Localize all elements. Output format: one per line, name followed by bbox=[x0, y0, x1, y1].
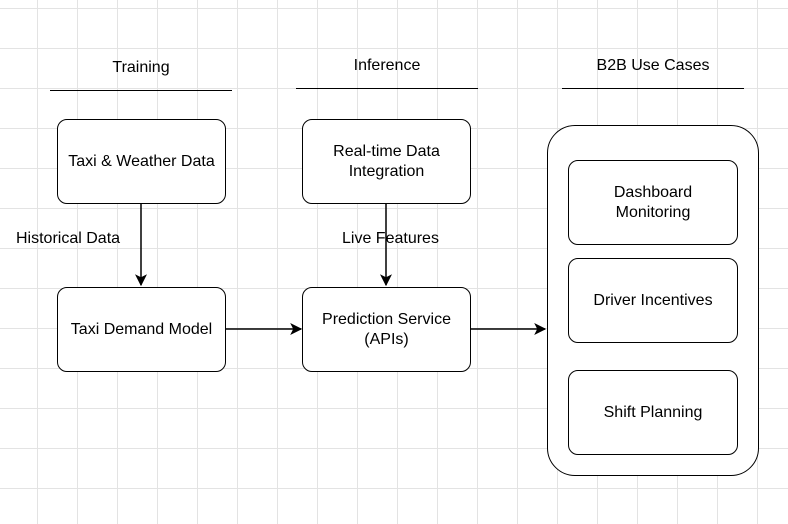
header-inference: Inference bbox=[353, 57, 421, 74]
node-realtime-data-integration-label: Real-time Data Integration bbox=[333, 142, 440, 180]
node-prediction-service[interactable]: Prediction Service (APIs) bbox=[302, 287, 471, 372]
node-taxi-weather-data[interactable]: Taxi & Weather Data bbox=[57, 119, 226, 204]
header-b2b-use-cases: B2B Use Cases bbox=[596, 57, 710, 74]
node-taxi-demand-model[interactable]: Taxi Demand Model bbox=[57, 287, 226, 372]
node-driver-incentives-label: Driver Incentives bbox=[593, 291, 713, 309]
node-dashboard-monitoring-label: Dashboard Monitoring bbox=[613, 183, 693, 221]
node-taxi-weather-data-label: Taxi & Weather Data bbox=[68, 152, 215, 170]
node-taxi-demand-model-label: Taxi Demand Model bbox=[70, 320, 213, 338]
header-training: Training bbox=[112, 59, 170, 76]
header-inference-underline bbox=[296, 88, 478, 89]
node-dashboard-monitoring[interactable]: Dashboard Monitoring bbox=[568, 160, 738, 245]
edge-label-live-features: Live Features bbox=[342, 230, 439, 247]
node-shift-planning-label: Shift Planning bbox=[603, 403, 703, 421]
header-training-underline bbox=[50, 90, 232, 91]
header-b2b-underline bbox=[562, 88, 744, 89]
edge-label-historical-data: Historical Data bbox=[16, 230, 121, 247]
node-realtime-data-integration[interactable]: Real-time Data Integration bbox=[302, 119, 471, 204]
node-driver-incentives[interactable]: Driver Incentives bbox=[568, 258, 738, 343]
node-prediction-service-label: Prediction Service (APIs) bbox=[322, 310, 451, 348]
node-shift-planning[interactable]: Shift Planning bbox=[568, 370, 738, 455]
